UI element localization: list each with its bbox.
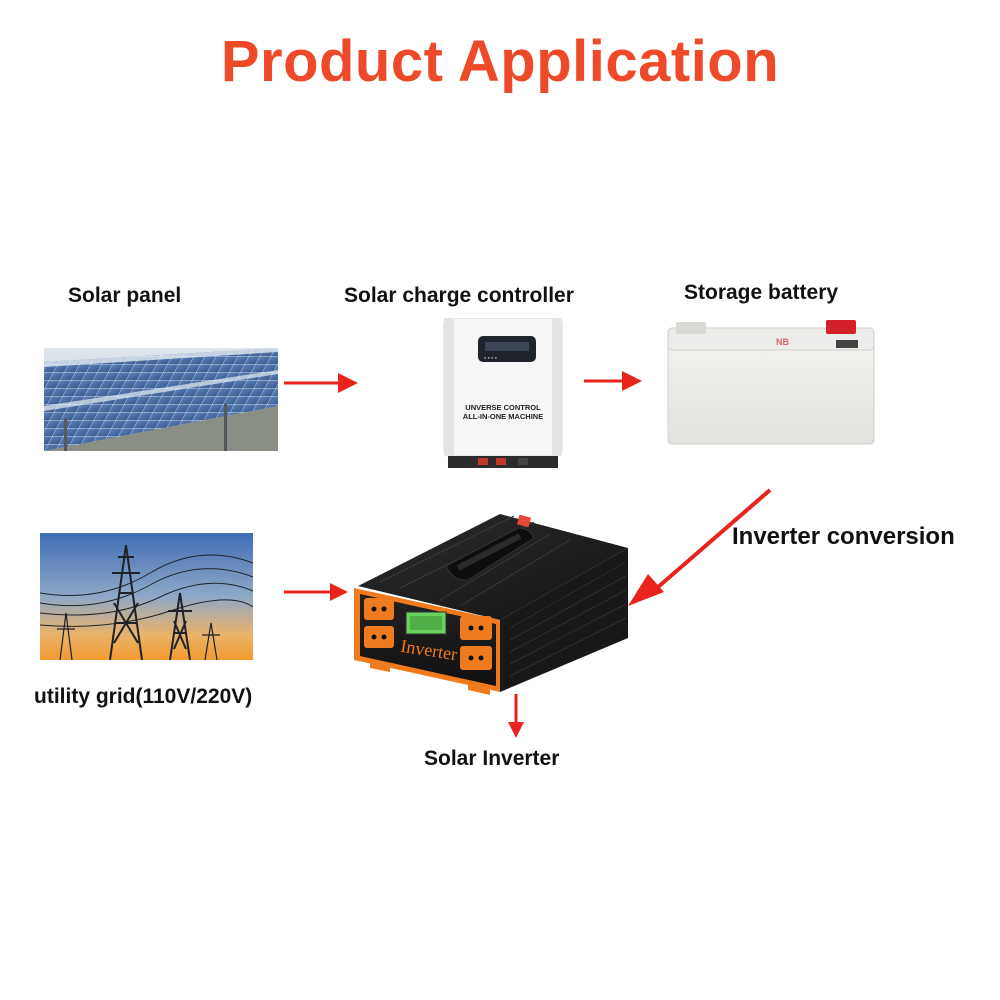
page-title: Product Application [220, 29, 780, 94]
charge-controller-label: Solar charge controller [344, 284, 574, 307]
utility-grid-label: utility grid(110V/220V) [34, 685, 253, 708]
inverter-conversion-label: Inverter conversion [732, 523, 955, 550]
solar-panel-label: Solar panel [68, 284, 182, 307]
svg-text:NB: NB [776, 337, 789, 347]
svg-text:● ● ● ●: ● ● ● ● [484, 355, 498, 360]
utility-grid-image [40, 533, 253, 660]
storage-battery-image: NB [667, 320, 875, 445]
charge-controller-image: ● ● ● ● UNVERSE CONTROL ALL-IN-ONE MACHI… [443, 318, 563, 468]
controller-line1: UNVERSE CONTROL [465, 403, 541, 412]
storage-battery-label: Storage battery [684, 281, 839, 304]
solar-inverter-label: Solar Inverter [424, 747, 560, 770]
solar-panel-image [44, 348, 278, 451]
controller-line2: ALL-IN-ONE MACHINE [463, 412, 543, 421]
solar-inverter-image: Inverter [354, 514, 628, 695]
